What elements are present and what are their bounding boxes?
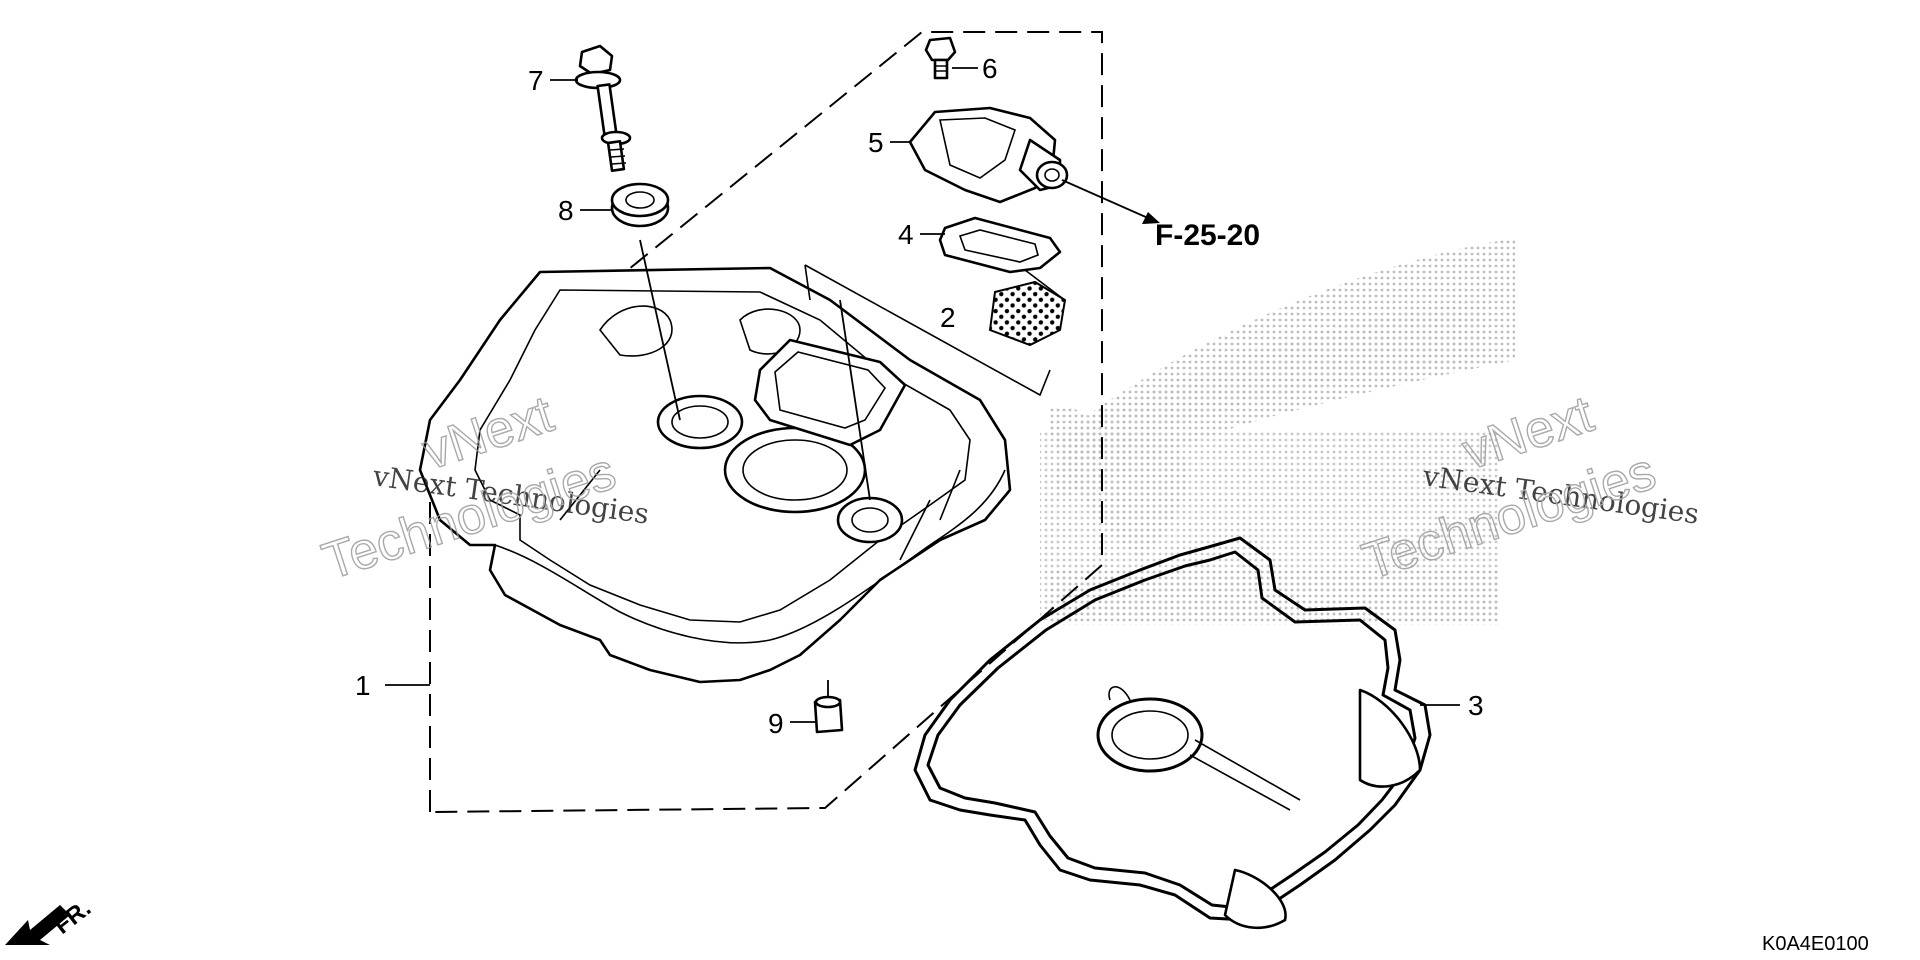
callout-9: 9 <box>768 708 784 739</box>
callout-2: 2 <box>940 302 956 333</box>
seal-washer-part-8[interactable] <box>580 182 681 421</box>
front-direction-indicator: FR. <box>5 895 96 945</box>
wing-logo-watermark <box>1040 238 1515 625</box>
breather-cover-part-5[interactable] <box>890 106 1160 224</box>
callout-6: 6 <box>982 53 998 84</box>
bolt-part-7[interactable] <box>550 44 632 172</box>
callout-5: 5 <box>868 127 884 158</box>
assembly-boundary <box>385 31 1103 814</box>
reference-label[interactable]: F-25-20 <box>1155 219 1260 252</box>
head-cover-gasket-part-3[interactable] <box>913 536 1460 930</box>
breather-separator-part-2[interactable] <box>804 264 1067 397</box>
front-arrow-icon <box>5 905 70 945</box>
callout-4: 4 <box>898 219 914 250</box>
cylinder-head-cover-part-1[interactable] <box>418 266 1012 684</box>
breather-gasket-part-4[interactable] <box>920 216 1062 274</box>
front-label: FR. <box>49 895 96 940</box>
bolt-part-6[interactable] <box>924 36 978 80</box>
callout-8: 8 <box>558 195 574 226</box>
diagram-code: K0A4E0100 <box>1762 933 1869 955</box>
callout-3: 3 <box>1468 690 1484 721</box>
dowel-pin-part-9[interactable] <box>790 680 844 734</box>
callout-7: 7 <box>528 65 544 96</box>
leader-line <box>839 299 871 501</box>
callout-1: 1 <box>355 670 371 701</box>
